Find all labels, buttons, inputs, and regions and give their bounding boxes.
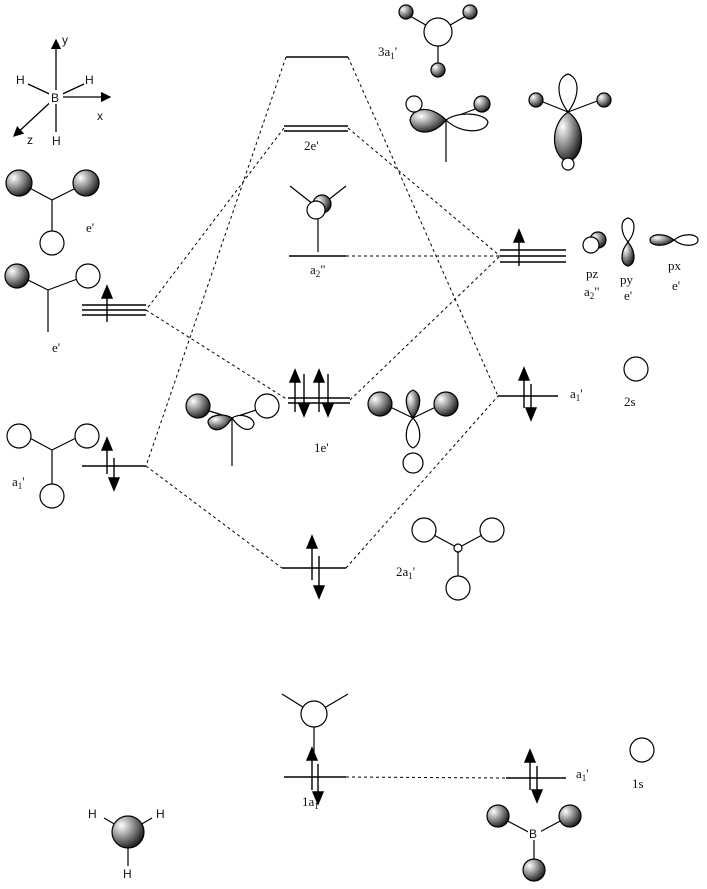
correlation-lines <box>145 56 507 779</box>
mo-2e-orbital-b <box>528 73 612 171</box>
axis-h1-label: H <box>16 73 25 87</box>
axis-center-label: B <box>51 91 59 105</box>
right-py-sym-label: e' <box>624 288 632 303</box>
left-e-lower-orbital <box>4 263 101 332</box>
mo-2a1-orbital <box>411 517 505 601</box>
h-label-3: H <box>123 867 132 881</box>
left-e-lower-label: e' <box>52 340 60 355</box>
right-1s-label: 1s <box>632 776 644 791</box>
h-atom-molecule <box>103 815 153 866</box>
axis-y-label: y <box>62 33 68 47</box>
right-px-label: px <box>668 258 682 273</box>
right-a2-label: a2" <box>584 284 600 301</box>
b-label: B <box>529 827 537 841</box>
right-py-orbital <box>621 217 635 267</box>
left-a1-label: a1' <box>12 474 25 491</box>
right-2s-orbital <box>623 356 649 382</box>
mo-2e-label: 2e' <box>304 138 319 153</box>
mo-1e-orbital-a <box>185 393 280 466</box>
axis-x-label: x <box>97 109 103 123</box>
mo-3a1-orbital <box>398 4 478 78</box>
right-a1-label: a1' <box>570 386 583 403</box>
right-2s-label: 2s <box>624 394 636 409</box>
mo-a2-label: a2" <box>310 262 326 279</box>
h-label-1: H <box>88 807 97 821</box>
axis-z-label: z <box>27 133 33 147</box>
mo-2a1-label: 2a1' <box>396 564 415 581</box>
mo-2e-orbital-a <box>405 95 491 162</box>
right-1s-orbital <box>629 737 655 763</box>
bh3-fragment <box>486 804 582 882</box>
mo-1a1-label: 1a1' <box>302 794 321 811</box>
mo-3a1-label: 3a1' <box>378 44 397 61</box>
left-a1-orbital <box>6 423 100 509</box>
right-pz-orbital <box>582 231 607 254</box>
right-px-sym-label: e' <box>672 278 680 293</box>
coordinate-axes <box>13 38 112 137</box>
left-e-upper-orbital <box>5 169 100 256</box>
left-e-upper-label: e' <box>86 220 94 235</box>
axis-h2-label: H <box>85 73 94 87</box>
mo-1a1-orbital <box>281 693 349 760</box>
right-low-a1-label: a1' <box>576 766 589 783</box>
mo-1e-label: 1e' <box>314 440 329 455</box>
mo-a2-orbital <box>289 185 347 252</box>
h-label-2: H <box>156 807 165 821</box>
right-py-label: py <box>620 272 634 287</box>
axis-center-bg <box>49 90 63 104</box>
right-pz-label: pz <box>586 266 599 281</box>
right-px-orbital <box>649 234 699 246</box>
axis-h3-label: H <box>52 134 61 148</box>
mo-1e-orbital-b <box>367 389 459 474</box>
energy-levels <box>82 56 566 779</box>
